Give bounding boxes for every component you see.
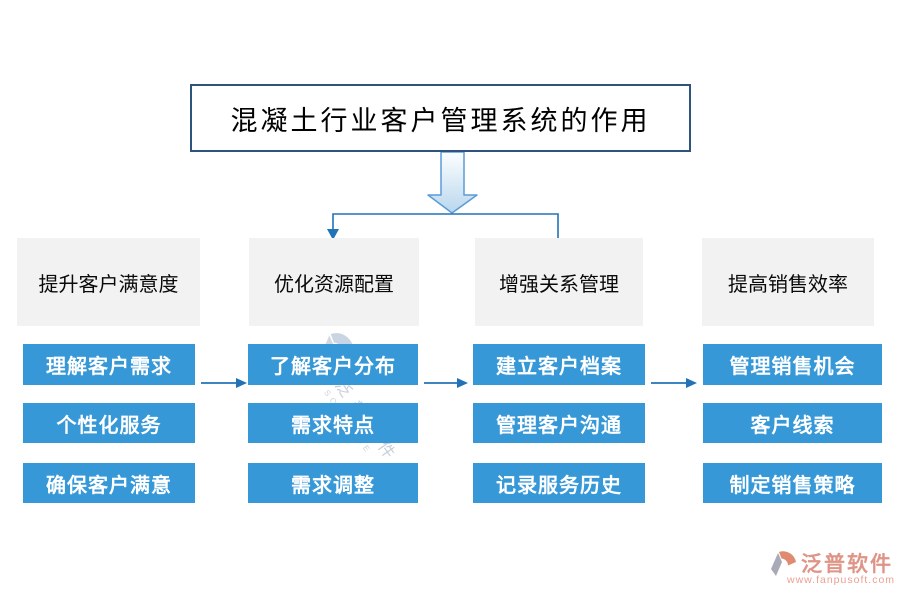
item-box: 需求调整 — [248, 463, 418, 503]
diagram-title: 混凝土行业客户管理系统的作用 — [190, 84, 691, 152]
item-box: 管理客户沟通 — [473, 403, 645, 443]
item-box: 管理销售机会 — [703, 344, 882, 385]
branch-line — [332, 213, 559, 238]
fanpu-logo-icon — [771, 551, 796, 576]
item-box: 建立客户档案 — [473, 344, 645, 385]
item-box: 需求特点 — [248, 403, 418, 443]
header-customer-satisfaction: 提升客户满意度 — [17, 238, 200, 326]
item-box: 确保客户满意 — [23, 463, 195, 503]
vendor-name: 泛普软件 — [801, 552, 893, 576]
item-box: 理解客户需求 — [23, 344, 195, 385]
item-box: 个性化服务 — [23, 403, 195, 443]
item-box: 客户线索 — [703, 403, 882, 443]
header-resource-optimization: 优化资源配置 — [249, 238, 419, 326]
item-box: 制定销售策略 — [703, 463, 882, 503]
item-box: 了解客户分布 — [248, 344, 418, 385]
header-relationship-management: 增强关系管理 — [475, 238, 643, 326]
vendor-url: www.fanpusoft.com — [787, 574, 896, 586]
item-box: 记录服务历史 — [473, 463, 645, 503]
vendor-brand: 泛普软件 www.fanpusoft.com — [768, 548, 894, 590]
header-sales-efficiency: 提高销售效率 — [702, 238, 874, 326]
big-down-arrow — [427, 151, 478, 214]
